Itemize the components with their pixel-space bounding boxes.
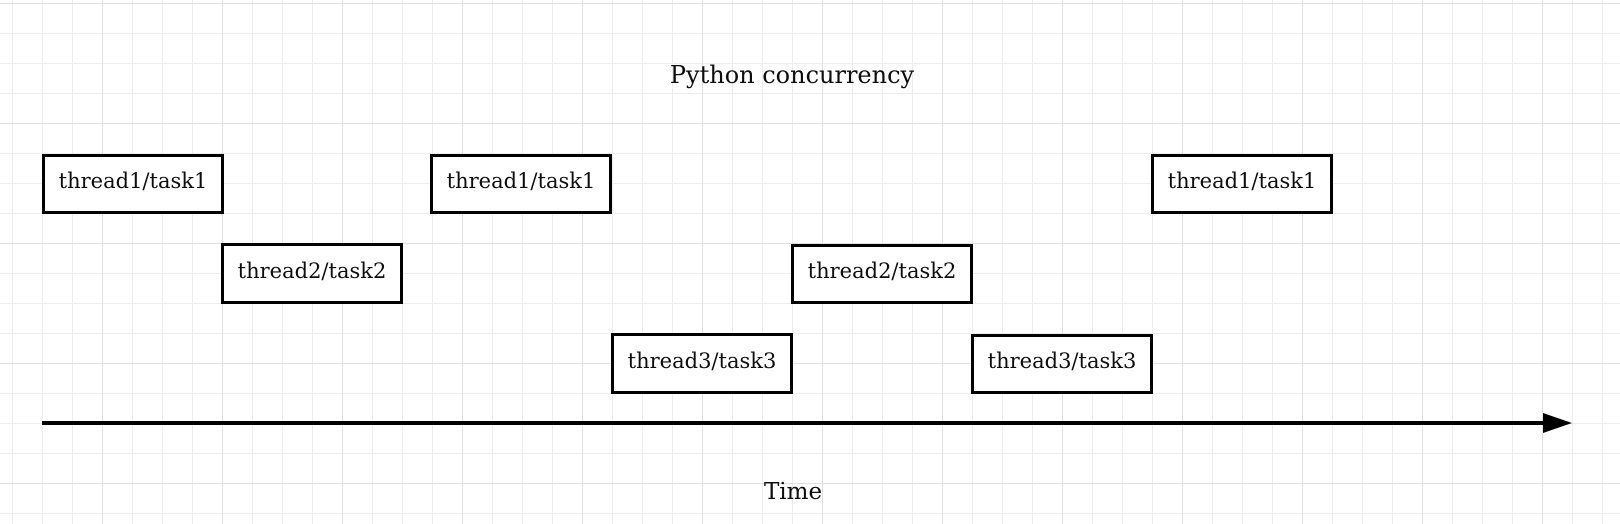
- time-axis-label: Time: [763, 479, 823, 505]
- time-axis-arrow-line: [42, 421, 1547, 425]
- task-box-thread1-task1[interactable]: thread1/task1: [42, 154, 224, 214]
- task-box-thread1-task1[interactable]: thread1/task1: [430, 154, 612, 214]
- task-box-thread2-task2[interactable]: thread2/task2: [791, 244, 973, 304]
- time-axis-arrow-head-icon: [1543, 413, 1572, 433]
- task-box-thread2-task2[interactable]: thread2/task2: [221, 243, 403, 304]
- task-box-thread3-task3[interactable]: thread3/task3: [971, 334, 1153, 394]
- task-box-thread3-task3[interactable]: thread3/task3: [611, 333, 793, 394]
- task-box-thread1-task1[interactable]: thread1/task1: [1151, 154, 1333, 214]
- diagram-title: Python concurrency: [669, 61, 915, 89]
